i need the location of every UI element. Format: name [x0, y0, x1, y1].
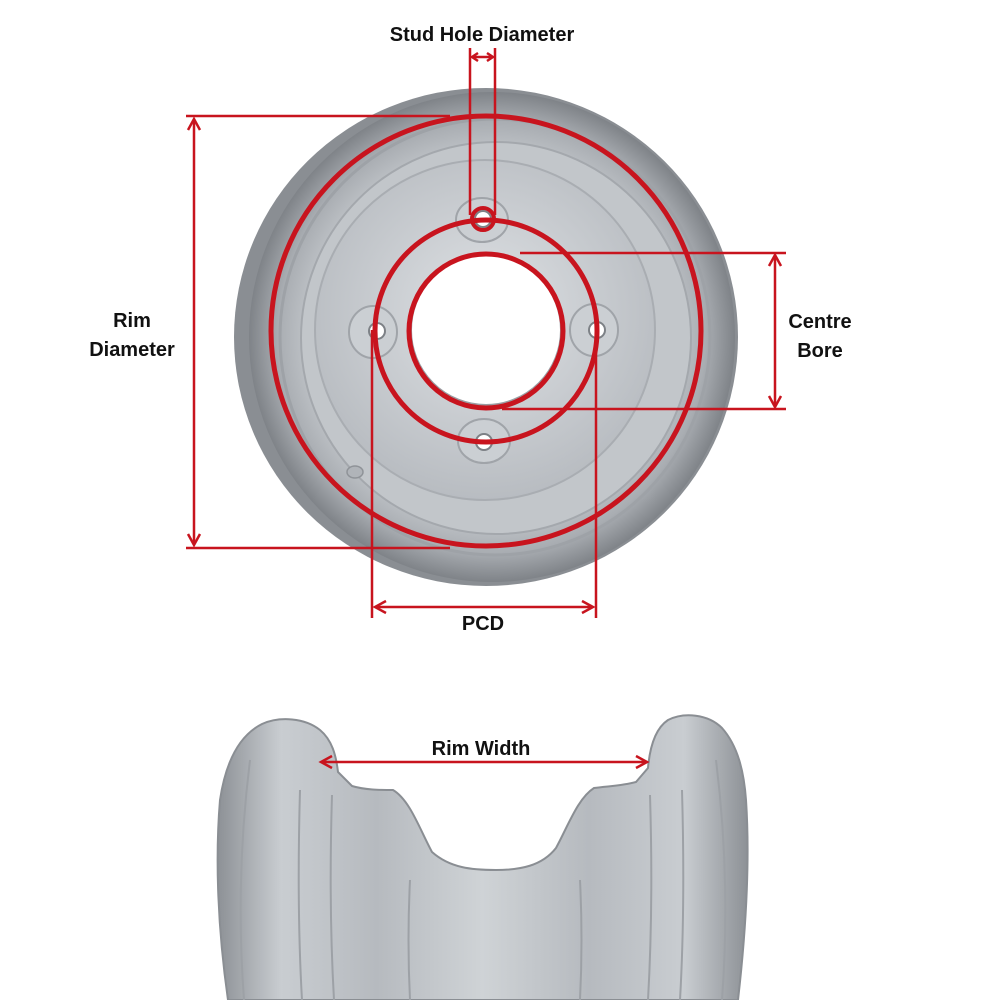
- labels: Stud Hole Diameter Rim Diameter Centre B…: [89, 24, 851, 760]
- centre-bore-dimension: [502, 251, 786, 411]
- pcd-dimension: [370, 330, 598, 618]
- stud-hole-diameter-label: Stud Hole Diameter: [390, 24, 575, 46]
- rim-diameter-label-line1: Rim: [113, 310, 151, 332]
- rim-diameter-label-line2: Diameter: [89, 339, 175, 361]
- centre-bore-circle: [406, 251, 566, 411]
- wheel-front-view: [234, 88, 738, 586]
- stud-hole-circle: [470, 206, 496, 232]
- rim-diameter-dimension: [186, 114, 450, 550]
- valve-hole: [346, 465, 364, 479]
- measurement-overlays: [186, 48, 786, 618]
- rim-width-label: Rim Width: [432, 738, 531, 760]
- rim-width-dimension: [318, 754, 650, 770]
- stud-hole-dimension: [468, 48, 497, 215]
- wheel-profile-view: [216, 714, 749, 1000]
- rim-diameter-circle: [268, 113, 704, 549]
- wheel-profile-body: [216, 714, 749, 1000]
- profile-ridges: [239, 759, 727, 1000]
- pcd-label: PCD: [462, 613, 504, 635]
- centre-bore-label-line2: Bore: [797, 340, 843, 362]
- centre-bore-label-line1: Centre: [788, 311, 851, 333]
